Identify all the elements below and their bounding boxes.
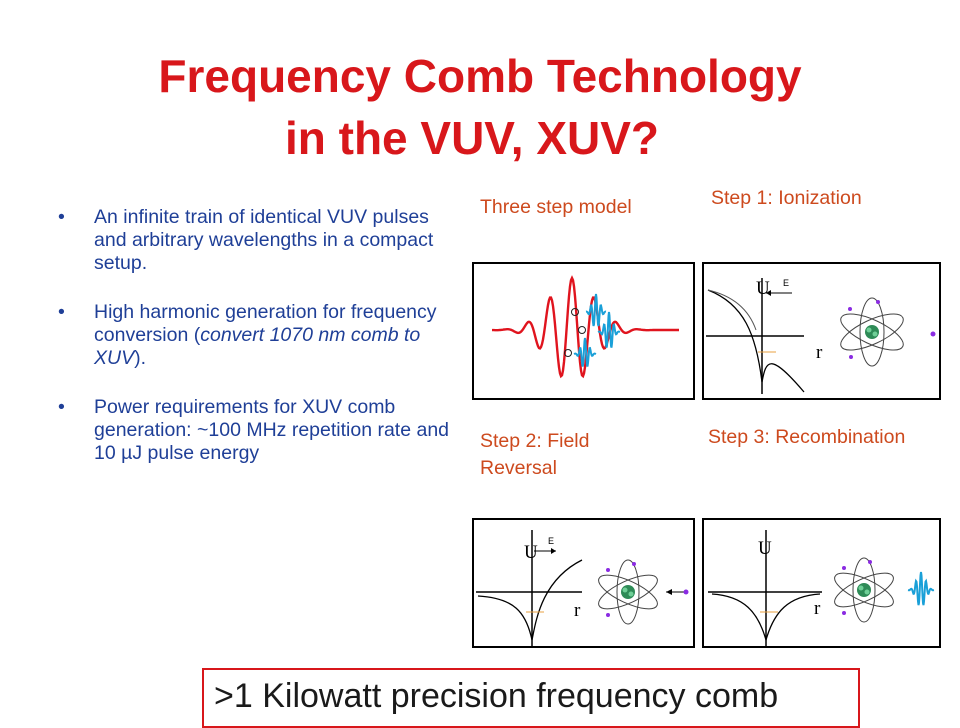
panel-three-step-model bbox=[472, 262, 695, 400]
bullet-text: An infinite train of identical VUV pulse… bbox=[94, 206, 434, 274]
laser-field-wave bbox=[492, 275, 679, 379]
bullet-list: • An infinite train of identical VUV pul… bbox=[58, 206, 458, 491]
axis-label-r: r bbox=[816, 342, 823, 363]
electron-atom-icon bbox=[834, 557, 894, 623]
bullet-text: High harmonic generation for frequency c… bbox=[94, 301, 437, 346]
slide-title-line2: in the VUV, XUV? bbox=[284, 112, 660, 164]
ejected-electron-icon bbox=[930, 331, 936, 337]
bullet-dot-icon: • bbox=[58, 301, 65, 323]
returning-electron-icon bbox=[666, 589, 689, 595]
svg-text:E: E bbox=[783, 278, 789, 288]
bullet-item-1: • An infinite train of identical VUV pul… bbox=[58, 206, 458, 275]
electron-atom-icon bbox=[598, 559, 658, 625]
caption-step3: Step 3: Recombination bbox=[708, 426, 906, 448]
bullet-dot-icon: • bbox=[58, 206, 65, 228]
bullet-item-3: • Power requirements for XUV comb genera… bbox=[58, 396, 458, 465]
caption-step2: Step 2: Field Reversal bbox=[480, 430, 590, 479]
axis-label-u: U bbox=[756, 278, 770, 299]
bullet-item-2: • High harmonic generation for frequency… bbox=[58, 301, 458, 370]
bullet-text-italic: convert 1070 nm comb to XUV bbox=[94, 324, 421, 369]
axis-label-r: r bbox=[574, 600, 581, 621]
bullet-text-end: ). bbox=[134, 347, 147, 369]
atom-markers bbox=[564, 308, 586, 357]
field-arrow-icon: E bbox=[534, 536, 556, 554]
bullet-text: Power requirements for XUV comb generati… bbox=[94, 396, 450, 464]
electron-atom-icon bbox=[840, 297, 904, 367]
callout-kilowatt-comb: >1 Kilowatt precision frequency comb bbox=[202, 668, 860, 728]
bullet-dot-icon: • bbox=[58, 396, 65, 418]
caption-three-step: Three step model bbox=[480, 196, 632, 218]
caption-step1: Step 1: Ionization bbox=[711, 187, 862, 209]
axis-label-u: U bbox=[524, 542, 538, 563]
axis-label-u: U bbox=[758, 538, 772, 559]
axis-label-r: r bbox=[814, 598, 821, 619]
panel-step2-field-reversal: U r E bbox=[472, 518, 695, 648]
xuv-emission-pulse-icon bbox=[907, 571, 935, 606]
slide-title-line1: Frequency Comb Technology bbox=[158, 50, 802, 102]
laser-pulse-icon bbox=[492, 275, 679, 379]
field-arrow-icon: E bbox=[766, 278, 792, 296]
panel-step1-ionization: U r E bbox=[702, 262, 941, 400]
xuv-pulses bbox=[573, 293, 621, 367]
svg-text:E: E bbox=[548, 536, 554, 546]
panel-step3-recombination: U r bbox=[702, 518, 941, 648]
